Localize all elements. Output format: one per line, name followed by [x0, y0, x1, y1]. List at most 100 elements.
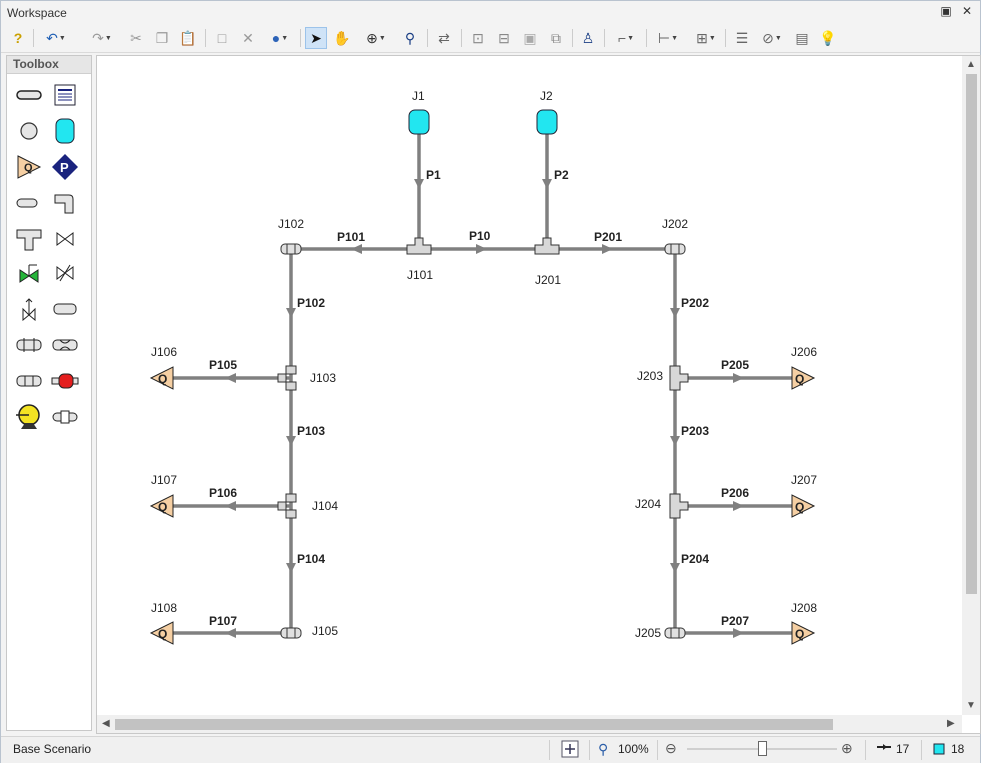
tee-J203[interactable] — [669, 365, 689, 391]
scenario-name[interactable]: Base Scenario — [13, 742, 92, 756]
assigned-flow-J108[interactable]: Q — [149, 621, 174, 645]
cut-button[interactable]: ✂ — [125, 27, 147, 49]
redo-button[interactable]: ↷▼ — [92, 29, 112, 46]
check-valve-tool[interactable] — [51, 260, 79, 286]
no-symbol-icon: ⊘ — [762, 29, 774, 46]
branch-tool[interactable] — [15, 118, 43, 144]
distribute-button[interactable]: ⊞▼ — [696, 29, 716, 46]
show-info-button[interactable]: ♙ — [577, 27, 599, 49]
reservoir-J2[interactable] — [536, 109, 558, 135]
scroll-left-icon[interactable]: ◀ — [102, 718, 110, 729]
pipe-style-button[interactable]: ⌐▼ — [617, 30, 635, 46]
pipe-label-P106: P106 — [209, 486, 237, 500]
hand-icon: ✋ — [333, 29, 351, 46]
copy-button[interactable]: ❐ — [151, 27, 173, 49]
group-button[interactable]: ⊡ — [467, 27, 489, 49]
branch-J202[interactable] — [664, 243, 686, 255]
scroll-right-icon[interactable]: ▶ — [947, 718, 955, 729]
scroll-down-icon[interactable]: ▼ — [966, 700, 976, 711]
annotation-icon: ▤ — [795, 29, 809, 46]
pipe-label-P205: P205 — [721, 358, 749, 372]
zoom-slider-handle[interactable] — [758, 741, 767, 756]
toolbar-separator — [646, 29, 647, 47]
undo-button[interactable]: ↶▼ — [46, 29, 66, 46]
assigned-flow-J206-symbol: Q — [795, 372, 804, 386]
valve-tool[interactable] — [51, 226, 79, 252]
general-component-tool[interactable] — [51, 404, 79, 430]
close-icon[interactable]: ✕ — [961, 4, 973, 18]
select-all-button[interactable]: □ — [211, 27, 233, 49]
pipe-label-P204: P204 — [681, 552, 709, 566]
control-valve-tool[interactable] — [15, 260, 43, 286]
bend-tool[interactable] — [15, 190, 43, 216]
paste-button[interactable]: 📋 — [177, 27, 199, 49]
flow-arrow-P201 — [602, 244, 613, 254]
tee-J201[interactable] — [534, 237, 560, 255]
spray-discharge-tool[interactable] — [15, 368, 43, 394]
reservoir-J1[interactable] — [408, 109, 430, 135]
visual-report-button[interactable]: ⊘▼ — [762, 29, 782, 46]
tee-tool[interactable] — [15, 226, 43, 252]
annotation-tool[interactable] — [51, 82, 79, 108]
reservoir-tool[interactable] — [51, 118, 79, 144]
globe-button[interactable]: ●▼ — [271, 30, 289, 46]
tee-J204[interactable] — [669, 493, 689, 519]
assigned-flow-J206[interactable]: Q — [791, 366, 816, 390]
ungroup-button[interactable]: ⊟ — [493, 27, 515, 49]
scroll-up-icon[interactable]: ▲ — [966, 59, 976, 70]
find-button[interactable]: ⚲ — [399, 27, 421, 49]
branch-J102[interactable] — [280, 243, 302, 255]
assigned-pressure-tool[interactable]: P — [51, 154, 79, 180]
pan-tool-button[interactable]: ✋ — [331, 27, 353, 49]
zoom-slider-track[interactable] — [687, 741, 837, 756]
restore-icon[interactable]: ▣ — [940, 4, 952, 18]
zoom-tool-button[interactable]: ⊕▼ — [366, 29, 386, 46]
heat-exchanger-tool[interactable] — [51, 368, 79, 394]
elbow-tool[interactable] — [51, 190, 79, 216]
assigned-flow-tool[interactable]: Q — [15, 154, 43, 180]
svg-text:Q: Q — [24, 162, 33, 174]
globe-icon: ● — [271, 30, 281, 46]
area-change-tool[interactable] — [15, 332, 43, 358]
paste-icon: 📋 — [179, 29, 197, 46]
tee-J104[interactable] — [277, 493, 297, 519]
tips-button[interactable]: 💡 — [817, 27, 839, 49]
pump-tool[interactable] — [15, 404, 43, 430]
junction-label-J205: J205 — [635, 626, 661, 640]
lock-button[interactable]: ▣ — [519, 27, 541, 49]
relief-valve-tool[interactable] — [15, 296, 43, 322]
zoom-out-icon[interactable]: ⊖ — [665, 740, 677, 756]
help-button[interactable]: ? — [7, 27, 29, 49]
vertical-scrollbar[interactable]: ▲ ▼ — [962, 56, 980, 715]
assigned-flow-J107[interactable]: Q — [149, 494, 174, 518]
status-separator — [549, 740, 550, 760]
delete-button[interactable]: ✕ — [237, 27, 259, 49]
junction-label-J2: J2 — [540, 89, 553, 103]
assigned-flow-J106[interactable]: Q — [149, 366, 174, 390]
select-tool-button[interactable]: ➤ — [305, 27, 327, 49]
branch-J205[interactable] — [664, 627, 686, 639]
branch-J105[interactable] — [280, 627, 302, 639]
tee-J103[interactable] — [277, 365, 297, 391]
pipe-tool[interactable] — [15, 82, 43, 108]
align-button[interactable]: ⊢▼ — [657, 29, 679, 46]
horizontal-scrollbar[interactable]: ◀ ▶ — [97, 715, 962, 733]
dead-end-tool[interactable] — [51, 296, 79, 322]
arrange-button[interactable]: ⧉ — [545, 27, 567, 49]
workspace-canvas[interactable]: Q Q Q Q Q — [96, 55, 981, 734]
vertical-scroll-thumb[interactable] — [966, 74, 977, 594]
assigned-flow-J208[interactable]: Q — [791, 621, 816, 645]
orifice-tool[interactable] — [51, 332, 79, 358]
pipe-label-P201: P201 — [594, 230, 622, 244]
horizontal-scroll-thumb[interactable] — [115, 719, 833, 730]
annotation-button[interactable]: ▤ — [791, 27, 813, 49]
junction-label-J103: J103 — [310, 371, 336, 385]
assigned-flow-J207[interactable]: Q — [791, 494, 816, 518]
fit-to-window-button[interactable] — [561, 740, 579, 761]
workspace-layer-button[interactable]: ☰ — [731, 27, 753, 49]
pipe-label-P104: P104 — [297, 552, 325, 566]
tee-J101[interactable] — [406, 237, 432, 255]
zoom-in-icon[interactable]: ⊕ — [841, 740, 853, 756]
reverse-direction-button[interactable]: ⇄ — [433, 27, 455, 49]
